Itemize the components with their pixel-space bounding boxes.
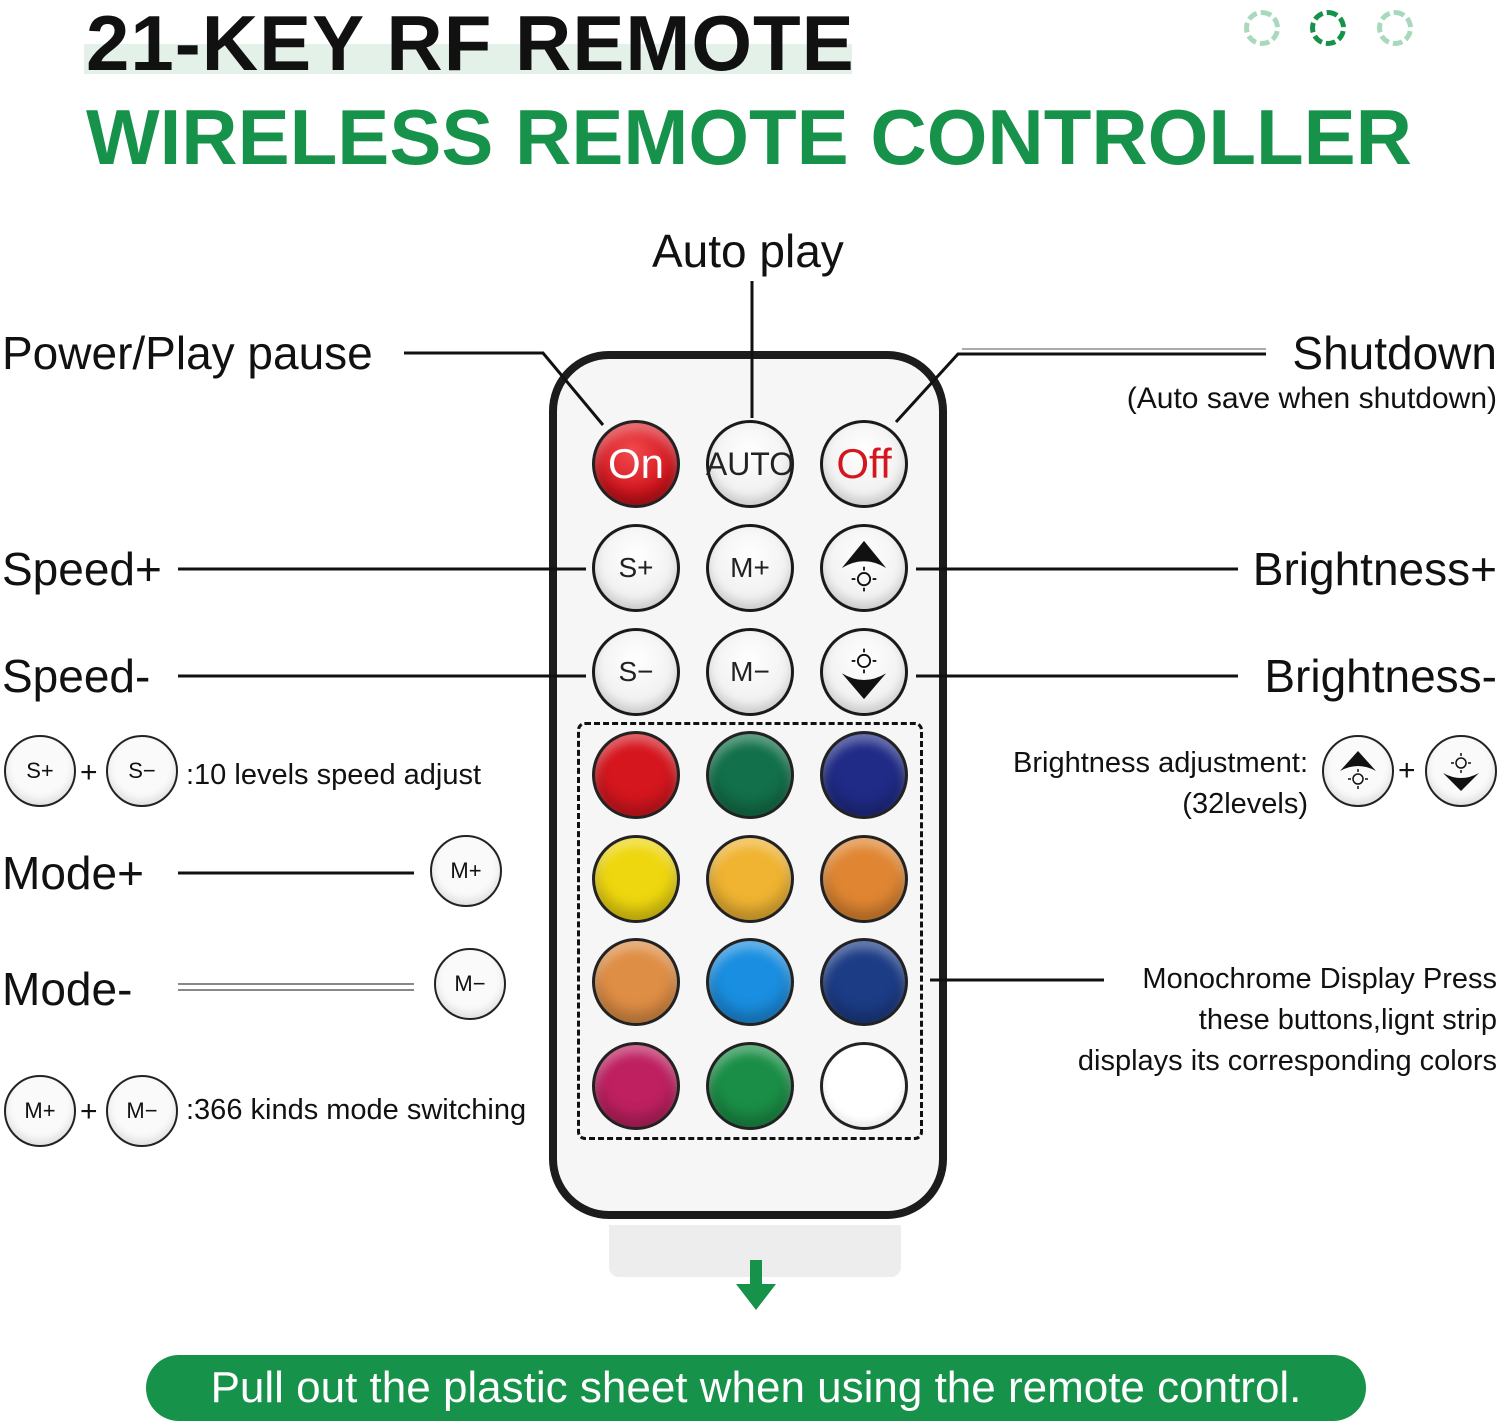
speed-plus-button[interactable]: S+ bbox=[592, 524, 680, 612]
color-button-11[interactable] bbox=[706, 1042, 794, 1130]
mini-s-minus-button: S− bbox=[106, 735, 178, 807]
label-speed-adjust: :10 levels speed adjust bbox=[186, 759, 482, 791]
mini-m-plus-button: M+ bbox=[430, 835, 502, 907]
color-button-7[interactable] bbox=[592, 938, 680, 1026]
mini-brightness-down-icon bbox=[1425, 735, 1497, 807]
mini-s-plus-button: S+ bbox=[4, 735, 76, 807]
brightness-plus-button[interactable] bbox=[820, 524, 908, 612]
label-brightness-adjust: Brightness adjustment: bbox=[1013, 747, 1308, 779]
brightness-up-icon bbox=[841, 540, 887, 592]
title-highlight bbox=[84, 44, 852, 74]
on-button[interactable]: On bbox=[592, 420, 680, 508]
auto-button[interactable]: AUTO bbox=[706, 420, 794, 508]
ring-icon-1 bbox=[1244, 10, 1280, 46]
mini-m-minus-button: M− bbox=[434, 948, 506, 1020]
ring-icon-3 bbox=[1377, 10, 1413, 46]
plus-sign: + bbox=[80, 756, 98, 789]
label-power: Power/Play pause bbox=[2, 327, 373, 379]
color-button-8[interactable] bbox=[706, 938, 794, 1026]
color-button-12[interactable] bbox=[820, 1042, 908, 1130]
label-mode-minus: Mode- bbox=[2, 963, 133, 1015]
color-button-5[interactable] bbox=[706, 835, 794, 923]
label-brightness-minus: Brightness- bbox=[1264, 650, 1497, 702]
speed-minus-button[interactable]: S− bbox=[592, 628, 680, 716]
label-brightness-levels: (32levels) bbox=[1182, 788, 1308, 820]
color-button-9[interactable] bbox=[820, 938, 908, 1026]
mini-m-plus-button: M+ bbox=[4, 1075, 76, 1147]
color-button-2[interactable] bbox=[706, 731, 794, 819]
label-mode-plus: Mode+ bbox=[2, 847, 144, 899]
mini-brightness-up-icon bbox=[1322, 735, 1394, 807]
ring-icon-2 bbox=[1310, 10, 1346, 46]
label-auto-play: Auto play bbox=[652, 225, 844, 277]
color-button-4[interactable] bbox=[592, 835, 680, 923]
plus-sign: + bbox=[1398, 754, 1416, 787]
page-title: 21-KEY RF REMOTE bbox=[86, 0, 855, 87]
mode-plus-button[interactable]: M+ bbox=[706, 524, 794, 612]
brightness-minus-button[interactable] bbox=[820, 628, 908, 716]
off-button[interactable]: Off bbox=[820, 420, 908, 508]
page-subtitle: WIRELESS REMOTE CONTROLLER bbox=[86, 93, 1412, 181]
mini-m-minus-button: M− bbox=[106, 1075, 178, 1147]
color-button-1[interactable] bbox=[592, 731, 680, 819]
label-speed-minus: Speed- bbox=[2, 650, 151, 702]
label-speed-plus: Speed+ bbox=[2, 543, 162, 595]
color-button-6[interactable] bbox=[820, 835, 908, 923]
instruction-banner: Pull out the plastic sheet when using th… bbox=[146, 1355, 1366, 1421]
label-mono-1: Monochrome Display Press bbox=[1142, 963, 1497, 995]
label-mono-2: these buttons,lignt strip bbox=[1198, 1004, 1497, 1036]
label-shutdown: Shutdown bbox=[1292, 327, 1497, 379]
color-button-3[interactable] bbox=[820, 731, 908, 819]
color-button-10[interactable] bbox=[592, 1042, 680, 1130]
color-buttons-group bbox=[577, 722, 923, 1140]
label-shutdown-note: (Auto save when shutdown) bbox=[1126, 382, 1497, 415]
label-mono-3: displays its corresponding colors bbox=[1077, 1045, 1497, 1077]
brightness-down-icon bbox=[841, 648, 887, 700]
mode-minus-button[interactable]: M− bbox=[706, 628, 794, 716]
plus-sign: + bbox=[80, 1095, 98, 1128]
label-mode-switch: :366 kinds mode switching bbox=[186, 1094, 527, 1126]
label-brightness-plus: Brightness+ bbox=[1252, 543, 1497, 595]
